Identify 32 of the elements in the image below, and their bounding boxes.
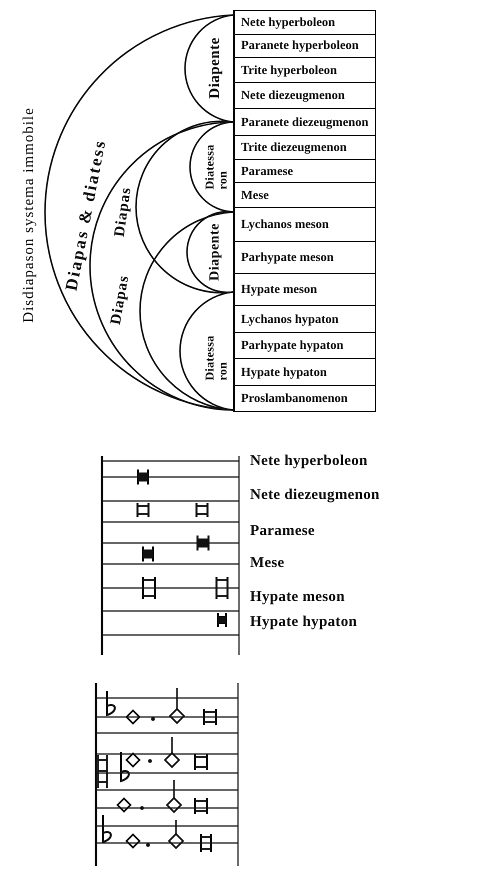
- table-cell: Proslambanomenon: [233, 386, 376, 412]
- table-cell: Trite diezeugmenon: [233, 136, 376, 160]
- interval-label: Diapas & diatess: [62, 138, 110, 292]
- pitch-label: Hypate meson: [250, 588, 345, 606]
- interval-label: Diatessa ron: [203, 335, 229, 381]
- interval-label: Diatessa ron: [203, 144, 229, 190]
- system-title: Disdiapason systema immobile: [22, 107, 38, 323]
- pitch-label: Nete hyperboleon: [250, 452, 368, 470]
- interval-label: Diapente: [208, 223, 224, 281]
- table-cell: Paranete diezeugmenon: [233, 109, 376, 136]
- pitch-label: Hypate hypaton: [250, 614, 358, 630]
- table-cell: Hypate hypaton: [233, 359, 376, 386]
- table-cell: Parhypate hypaton: [233, 333, 376, 359]
- table-cell: Trite hyperboleon: [233, 58, 376, 83]
- interval-arc: [42, 12, 236, 413]
- table-cell: Paramese: [233, 160, 376, 183]
- pitch-label: Mese: [250, 554, 285, 572]
- table-cell: Lychanos hypaton: [233, 306, 376, 333]
- pitch-label: Paramese: [250, 522, 315, 540]
- table-cell: Paranete hyperboleon: [233, 34, 376, 58]
- table-cell: Mese: [233, 183, 376, 208]
- table-cell: Parhypate meson: [233, 242, 376, 274]
- table-cell: Nete diezeugmenon: [233, 83, 376, 109]
- table-cell: Nete hyperboleon: [233, 10, 376, 35]
- interval-label: Diapente: [208, 37, 224, 99]
- table-cell: Hypate meson: [233, 274, 376, 306]
- interval-arc: [133, 119, 236, 295]
- table-cell: Lychanos meson: [233, 208, 376, 242]
- pitch-label: Nete diezeugmenon: [250, 486, 380, 504]
- interval-label: Diapas: [112, 186, 136, 238]
- interval-arc: [184, 209, 236, 295]
- interval-label: Diapas: [108, 274, 134, 326]
